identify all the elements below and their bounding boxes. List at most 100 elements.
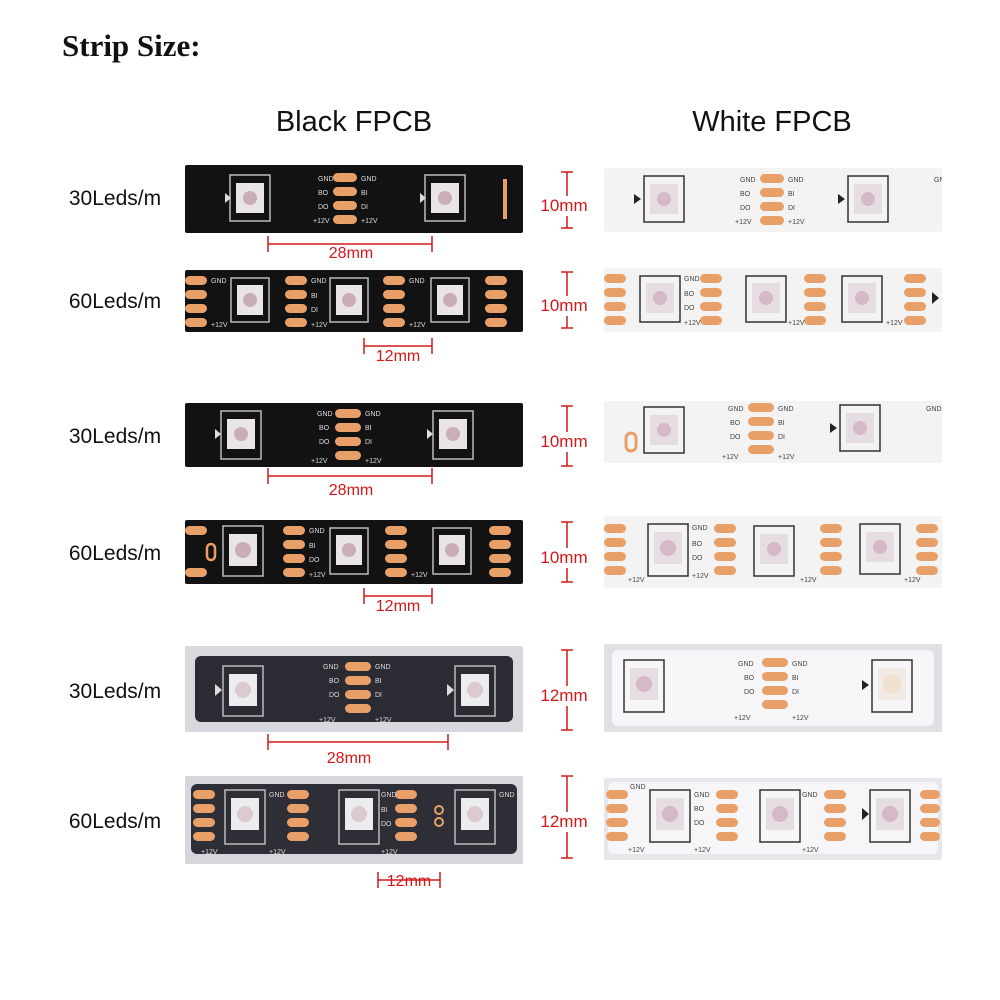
svg-text:DI: DI <box>311 307 318 314</box>
height-label-3: 10mm <box>531 432 597 452</box>
height-dimension-brackets <box>561 171 573 859</box>
svg-text:BI: BI <box>381 807 388 814</box>
row-label-5: 30Leds/m <box>68 680 162 703</box>
spacing-label-5: 28mm <box>326 750 372 767</box>
svg-text:DO: DO <box>694 820 705 827</box>
svg-text:BI: BI <box>778 420 785 427</box>
svg-text:+12V: +12V <box>311 458 328 465</box>
svg-text:+12V: +12V <box>381 849 398 856</box>
svg-text:+12V: +12V <box>628 577 645 584</box>
svg-text:BO: BO <box>744 675 755 682</box>
svg-text:DO: DO <box>381 821 392 828</box>
spacing-label-6: 12mm <box>386 873 432 890</box>
svg-text:GND: GND <box>926 406 942 413</box>
strip-black-60-2: GND BI DO +12V +12V <box>185 520 523 584</box>
svg-text:GND: GND <box>375 664 391 671</box>
spacing-label-3: 28mm <box>328 482 374 499</box>
spacing-dimension-lines <box>267 236 449 888</box>
svg-text:GND: GND <box>311 278 327 285</box>
strip-white-60-1: GND BO DO +12V +12V +12V <box>604 268 942 332</box>
svg-text:DI: DI <box>792 689 799 696</box>
svg-text:DO: DO <box>730 434 741 441</box>
strip-black-60-3: +12V GND +12V GND BI DO +12V GND <box>185 776 523 864</box>
svg-text:BO: BO <box>684 291 695 298</box>
svg-text:DI: DI <box>361 204 368 211</box>
row-label-4: 60Leds/m <box>68 542 162 565</box>
svg-text:GND: GND <box>728 406 744 413</box>
svg-text:GND: GND <box>323 664 339 671</box>
svg-text:DI: DI <box>778 434 785 441</box>
svg-text:+12V: +12V <box>886 320 903 327</box>
svg-text:DO: DO <box>740 205 751 212</box>
svg-text:+12V: +12V <box>722 454 739 461</box>
svg-text:GND: GND <box>630 784 646 791</box>
svg-text:+12V: +12V <box>311 322 328 329</box>
svg-text:GND: GND <box>778 406 794 413</box>
row-label-3: 30Leds/m <box>68 425 162 448</box>
svg-text:+12V: +12V <box>201 849 218 856</box>
svg-text:+12V: +12V <box>684 320 701 327</box>
svg-text:+12V: +12V <box>309 572 326 579</box>
svg-text:DO: DO <box>692 555 703 562</box>
svg-text:BO: BO <box>694 806 705 813</box>
svg-text:GND: GND <box>409 278 425 285</box>
spacing-label-2: 12mm <box>375 348 421 365</box>
svg-text:DI: DI <box>375 692 382 699</box>
strip-black-30-3: GND GND BO BI DO DI +12V +12V <box>185 646 523 732</box>
svg-text:GND: GND <box>499 792 515 799</box>
svg-text:GND: GND <box>738 661 754 668</box>
strip-black-30-2: GND GND BO BI DO DI +12V +12V <box>185 403 523 467</box>
svg-text:BI: BI <box>792 675 799 682</box>
svg-text:BO: BO <box>730 420 741 427</box>
svg-text:DO: DO <box>744 689 755 696</box>
svg-text:BO: BO <box>319 425 330 432</box>
spacing-label-1: 28mm <box>328 245 374 262</box>
strip-black-60-1: GND GND BI DI GND +12V +12V +12V <box>185 270 523 332</box>
svg-text:GND: GND <box>692 525 708 532</box>
spacing-label-4: 12mm <box>375 598 421 615</box>
svg-text:+12V: +12V <box>411 572 428 579</box>
svg-text:DO: DO <box>319 439 330 446</box>
svg-text:GND: GND <box>381 792 397 799</box>
svg-text:BI: BI <box>788 191 795 198</box>
svg-text:BO: BO <box>318 190 329 197</box>
svg-text:+12V: +12V <box>692 573 709 580</box>
svg-text:+12V: +12V <box>313 218 330 225</box>
height-label-2: 10mm <box>531 296 597 316</box>
svg-text:GND: GND <box>792 661 808 668</box>
svg-text:+12V: +12V <box>361 218 378 225</box>
svg-text:BI: BI <box>365 425 372 432</box>
svg-text:BO: BO <box>329 678 340 685</box>
svg-text:GND: GND <box>365 411 381 418</box>
svg-text:GND: GND <box>802 792 818 799</box>
strip-white-30-2: GND GND BO BI DO DI +12V +12V GND <box>604 401 942 463</box>
svg-text:GND: GND <box>934 177 942 184</box>
strip-white-30-1: GND GND BO BI DO DI +12V +12V GND <box>604 168 942 232</box>
svg-text:DO: DO <box>318 204 329 211</box>
svg-text:DI: DI <box>788 205 795 212</box>
svg-text:BI: BI <box>309 543 316 550</box>
svg-text:+12V: +12V <box>778 454 795 461</box>
height-label-4: 10mm <box>531 548 597 568</box>
height-label-1: 10mm <box>531 196 597 216</box>
svg-text:+12V: +12V <box>802 847 819 854</box>
svg-text:BI: BI <box>375 678 382 685</box>
row-label-2: 60Leds/m <box>68 290 162 313</box>
svg-text:GND: GND <box>309 528 325 535</box>
svg-text:+12V: +12V <box>734 715 751 722</box>
svg-text:GND: GND <box>211 278 227 285</box>
svg-text:GND: GND <box>269 792 285 799</box>
svg-text:+12V: +12V <box>375 717 392 724</box>
svg-text:BI: BI <box>311 293 318 300</box>
strip-white-60-3: GND GND BO DO +12V GND +12V +12V <box>604 778 942 860</box>
svg-text:+12V: +12V <box>694 847 711 854</box>
strip-white-60-2: GND BO DO +12V +12V +12V +12V <box>604 516 942 588</box>
svg-text:BO: BO <box>692 541 703 548</box>
svg-text:+12V: +12V <box>792 715 809 722</box>
row-label-1: 30Leds/m <box>68 187 162 210</box>
svg-text:DO: DO <box>309 557 320 564</box>
svg-text:+12V: +12V <box>904 577 921 584</box>
column-title-white: White FPCB <box>692 106 852 138</box>
svg-text:DI: DI <box>365 439 372 446</box>
height-label-6: 12mm <box>531 812 597 832</box>
